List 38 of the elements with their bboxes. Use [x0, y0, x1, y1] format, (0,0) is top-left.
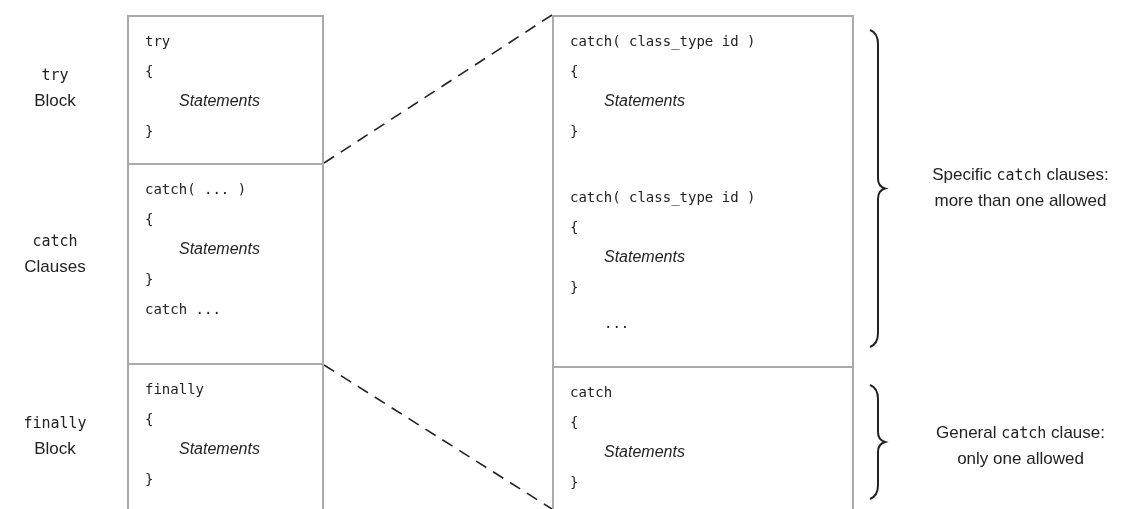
note-text: Specific catch clauses: more than one allowed: [931, 164, 1110, 212]
code-block: [127, 15, 324, 165]
section-label: finally Block: [22, 413, 88, 460]
code-line: }: [145, 122, 154, 141]
code-line: }: [570, 278, 579, 297]
code-line: catch( class_type id ): [570, 32, 756, 51]
code-line: }: [145, 270, 154, 289]
placeholder-text: Statements: [604, 247, 685, 267]
code-block: [552, 15, 854, 368]
placeholder-text: Statements: [179, 239, 260, 259]
note-text: General catch clause: only one allowed: [935, 422, 1106, 470]
placeholder-text: Statements: [179, 91, 260, 111]
code-block: [127, 363, 324, 509]
section-label: catch Clauses: [23, 231, 87, 278]
dashed-connector: [323, 364, 553, 509]
code-line: {: [145, 410, 154, 429]
code-line: {: [570, 62, 579, 81]
code-line: {: [145, 210, 154, 229]
code-line: }: [570, 473, 579, 492]
placeholder-text: Statements: [179, 439, 260, 459]
code-line: catch ...: [145, 300, 221, 319]
code-line: catch( ... ): [145, 180, 247, 199]
code-line: {: [145, 62, 154, 81]
code-line: catch: [570, 383, 613, 402]
placeholder-text: Statements: [604, 442, 685, 462]
placeholder-text: Statements: [604, 91, 685, 111]
code-block: [127, 163, 324, 365]
section-label: try Block: [33, 65, 77, 112]
code-line: }: [570, 122, 579, 141]
code-line: {: [570, 218, 579, 237]
code-line: catch( class_type id ): [570, 188, 756, 207]
code-line: {: [570, 413, 579, 432]
dashed-connector: [323, 14, 553, 164]
code-line: finally: [145, 380, 204, 399]
code-line: try: [145, 32, 171, 51]
code-block: [552, 366, 854, 509]
code-line: }: [145, 470, 154, 489]
code-line: ...: [604, 314, 630, 333]
